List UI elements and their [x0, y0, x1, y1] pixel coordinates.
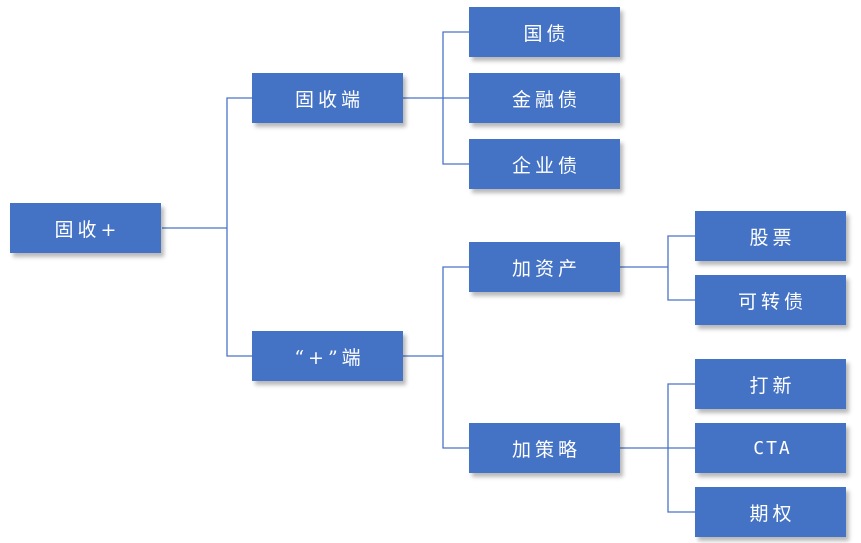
node-ipo-subscription: 打新	[695, 359, 846, 409]
connector-asset-branches	[667, 235, 695, 301]
node-root-label: 固收+	[54, 218, 121, 241]
node-government-bonds: 国债	[469, 7, 620, 57]
node-ipo-subscription-label: 打新	[749, 374, 796, 397]
node-cta: CTA	[695, 423, 846, 473]
node-add-assets-label: 加资产	[511, 257, 581, 280]
connector-root-branches	[226, 97, 252, 357]
connector-fixed-branches	[442, 31, 469, 165]
node-stocks: 股票	[695, 211, 846, 261]
node-convertible-bonds: 可转债	[695, 275, 846, 325]
node-plus-side-label: “+”端	[294, 346, 365, 369]
node-root: 固收+	[10, 203, 161, 253]
node-financial-bonds: 金融债	[469, 73, 620, 123]
node-corporate-bonds-label: 企业债	[511, 154, 581, 177]
node-government-bonds-label: 国债	[523, 22, 570, 45]
node-fixed-income-side-label: 固收端	[294, 88, 364, 111]
node-add-strategies-label: 加策略	[511, 438, 581, 461]
node-add-assets: 加资产	[469, 242, 620, 292]
node-fixed-income-side: 固收端	[252, 73, 403, 123]
node-stocks-label: 股票	[749, 226, 796, 249]
connector-plus-branches	[442, 266, 469, 449]
node-plus-side: “+”端	[252, 331, 403, 381]
node-corporate-bonds: 企业债	[469, 139, 620, 189]
node-options: 期权	[695, 487, 846, 537]
node-financial-bonds-label: 金融债	[511, 88, 581, 111]
node-cta-label: CTA	[753, 437, 792, 459]
node-add-strategies: 加策略	[469, 423, 620, 473]
node-options-label: 期权	[749, 502, 796, 525]
connector-strategy-branches	[667, 383, 695, 513]
node-convertible-bonds-label: 可转债	[737, 290, 807, 313]
